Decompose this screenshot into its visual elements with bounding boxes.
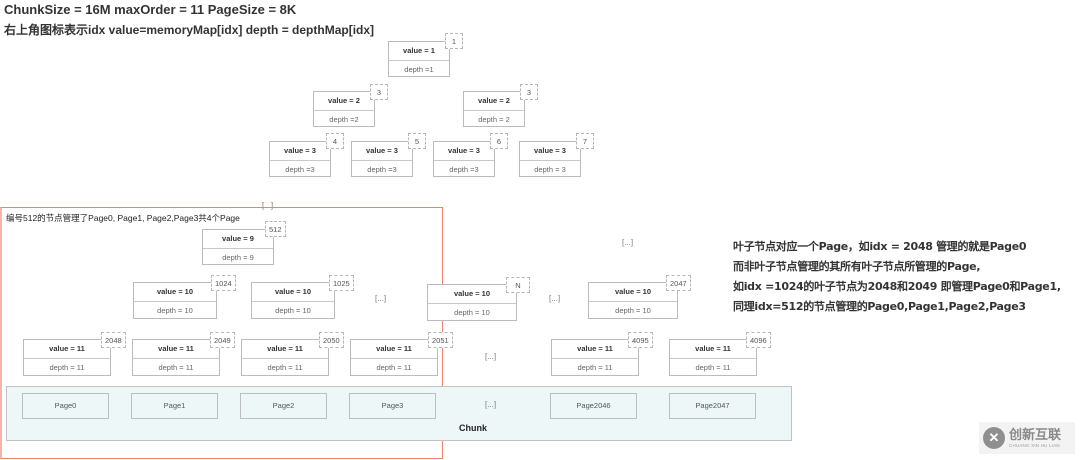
node-value: value = 3 (434, 142, 494, 161)
node-depth: depth = 10 (157, 306, 193, 315)
explanation-line: 而非叶子节点管理的其所有叶子节点所管理的Page, (733, 260, 981, 273)
node-value: value = 10 (589, 283, 677, 302)
node-index-badge: 1025 (329, 275, 354, 291)
node-index-badge: 1 (445, 33, 463, 49)
page-block: Page1 (131, 393, 218, 419)
node-depth: depth =3 (285, 165, 315, 174)
page-block: Page2 (240, 393, 327, 419)
tree-node-1024: value = 10 depth = 10 (133, 282, 217, 319)
ellipsis: [...] (485, 400, 497, 409)
node-depth: depth = 2 (478, 115, 510, 124)
node-index-badge: 7 (576, 133, 594, 149)
node-value: value = 3 (352, 142, 412, 161)
node-depth: depth =1 (404, 65, 434, 74)
ellipsis: [...] (485, 352, 497, 361)
ellipsis: [...] (375, 294, 387, 303)
node-value: value = 2 (464, 92, 524, 111)
node-value: value = 3 (270, 142, 330, 161)
tree-node-4: value = 3 depth =3 (269, 141, 331, 177)
node-depth: depth = 11 (577, 363, 613, 372)
node-value: value = 3 (520, 142, 580, 161)
ellipsis: [...] (622, 238, 634, 247)
page-block: Page3 (349, 393, 436, 419)
node-value: value = 11 (242, 340, 328, 359)
node-depth: depth =2 (329, 115, 359, 124)
tree-node-4095: value = 11 depth = 11 (551, 339, 639, 376)
x-logo-icon: ✕ (983, 427, 1005, 449)
node-index-badge: 1024 (211, 275, 236, 291)
node-value: value = 10 (252, 283, 334, 302)
node-depth: depth = 3 (534, 165, 566, 174)
tree-node-1: value = 1 depth =1 (388, 41, 450, 77)
node-value: value = 1 (389, 42, 449, 61)
explanation-line: 同理idx=512的节点管理的Page0,Page1,Page2,Page3 (733, 300, 1026, 313)
tree-node-3: value = 2 depth = 2 (463, 91, 525, 127)
tree-node-2051: value = 11 depth = 11 (350, 339, 438, 376)
watermark-subtitle: CHUANG XIN HU LIAN (1009, 442, 1060, 448)
node-index-badge: 2047 (666, 275, 691, 291)
tree-node-n: value = 10 depth = 10 (427, 284, 517, 321)
node-depth: depth =3 (367, 165, 397, 174)
explanation-line: 叶子节点对应一个Page，如idx = 2048 管理的就是Page0 (733, 240, 1027, 253)
tree-node-1025: value = 10 depth = 10 (251, 282, 335, 319)
chunk-config-title: ChunkSize = 16M maxOrder = 11 PageSize =… (4, 2, 297, 17)
node-index-badge: N (506, 277, 530, 293)
tree-node-2049: value = 11 depth = 11 (132, 339, 220, 376)
page-block: Page2046 (550, 393, 637, 419)
node-value: value = 2 (314, 92, 374, 111)
legend-description: 右上角图标表示idx value=memoryMap[idx] depth = … (4, 23, 375, 37)
node-index-badge: 2050 (319, 332, 344, 348)
node-depth: depth = 11 (695, 363, 731, 372)
node-index-badge: 4095 (628, 332, 653, 348)
node-value: value = 10 (428, 285, 516, 304)
node-index-badge: 2048 (101, 332, 126, 348)
node-value: value = 11 (670, 340, 756, 359)
node-depth: depth = 9 (222, 253, 254, 262)
ellipsis: [...] (262, 201, 274, 210)
node-value: value = 10 (134, 283, 216, 302)
node-index-badge: 3 (520, 84, 538, 100)
node-index-badge: 2051 (428, 332, 453, 348)
node-index-badge: 4096 (746, 332, 771, 348)
node-depth: depth = 11 (267, 363, 303, 372)
tree-node-5: value = 3 depth =3 (351, 141, 413, 177)
node-depth: depth = 10 (275, 306, 311, 315)
tree-node-2: value = 2 depth =2 (313, 91, 375, 127)
tree-node-6: value = 3 depth =3 (433, 141, 495, 177)
node-depth: depth = 11 (49, 363, 85, 372)
page-block: Page0 (22, 393, 109, 419)
node-index-badge: 5 (408, 133, 426, 149)
tree-node-2048: value = 11 depth = 11 (23, 339, 111, 376)
node-index-badge: 3 (370, 84, 388, 100)
node-index-badge: 512 (265, 221, 286, 237)
node-index-badge: 2049 (210, 332, 235, 348)
node-index-badge: 6 (490, 133, 508, 149)
page-block: Page2047 (669, 393, 756, 419)
node-value: value = 11 (133, 340, 219, 359)
node-value: value = 9 (203, 230, 273, 249)
tree-node-4096: value = 11 depth = 11 (669, 339, 757, 376)
explanation-line: 如idx =1024的叶子节点为2048和2049 即管理Page0和Page1… (733, 280, 1061, 293)
node-depth: depth =3 (449, 165, 479, 174)
node-depth: depth = 11 (376, 363, 412, 372)
tree-node-2047: value = 10 depth = 10 (588, 282, 678, 319)
node-depth: depth = 10 (454, 308, 490, 317)
highlight-label: 编号512的节点管理了Page0, Page1, Page2,Page3共4个P… (6, 213, 240, 223)
watermark-name: 创新互联 (1009, 427, 1062, 443)
node-value: value = 11 (552, 340, 638, 359)
node-depth: depth = 10 (615, 306, 651, 315)
ellipsis: [...] (549, 294, 561, 303)
tree-node-7: value = 3 depth = 3 (519, 141, 581, 177)
chunk-label: Chunk (459, 423, 487, 433)
watermark-logo: ✕ 创新互联 CHUANG XIN HU LIAN (979, 422, 1075, 454)
node-index-badge: 4 (326, 133, 344, 149)
node-depth: depth = 11 (158, 363, 194, 372)
tree-node-2050: value = 11 depth = 11 (241, 339, 329, 376)
node-value: value = 11 (351, 340, 437, 359)
tree-node-512: value = 9 depth = 9 (202, 229, 274, 265)
node-value: value = 11 (24, 340, 110, 359)
